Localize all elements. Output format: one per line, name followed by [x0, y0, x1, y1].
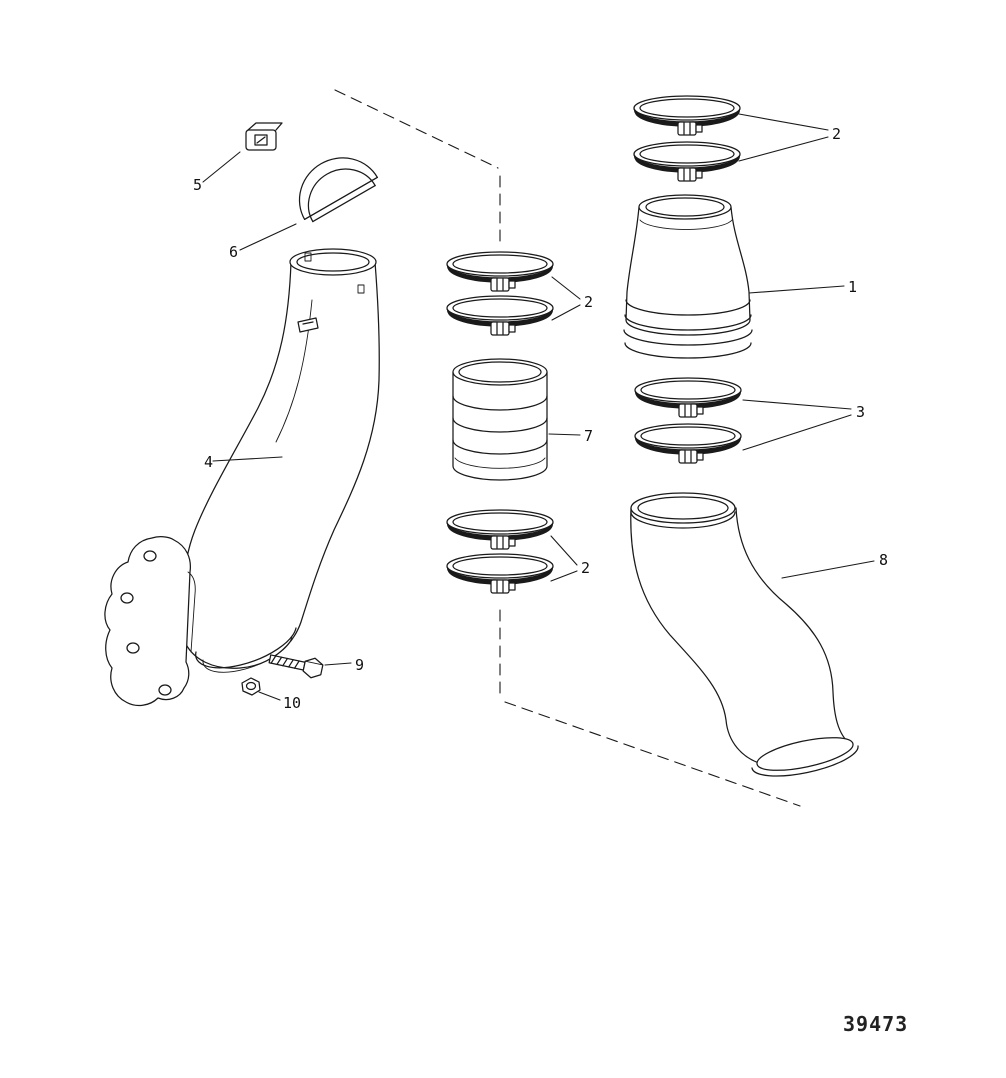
leader-3-b — [742, 414, 852, 451]
callout-10: 10 — [283, 694, 301, 712]
leader-2-mid-b — [551, 304, 581, 321]
leader-2-mid-a — [551, 276, 581, 300]
exhaust-pipe — [630, 492, 859, 777]
bolt-hole — [158, 684, 172, 696]
callout-2-middle-lower: 2 — [581, 559, 590, 577]
casting-mark — [357, 284, 365, 294]
callout-6: 6 — [229, 243, 238, 261]
leader-1 — [748, 285, 845, 294]
leader-2-low-a — [550, 535, 578, 566]
ribbed-hose — [452, 358, 548, 481]
hose-clamp — [444, 250, 556, 293]
hose-clamp — [444, 294, 556, 337]
bolt-hole — [126, 642, 140, 654]
callout-4: 4 — [204, 453, 213, 471]
hose-clamp — [631, 140, 743, 183]
leader-8 — [781, 560, 875, 579]
bolt-hole — [120, 592, 134, 604]
end-cap — [298, 157, 378, 223]
casting-mark — [304, 252, 312, 262]
reducer-hose — [623, 194, 753, 359]
callout-3: 3 — [856, 403, 865, 421]
drawing-number: 39473 — [843, 1012, 908, 1036]
leader-2-top-b — [738, 136, 829, 162]
bolt — [268, 654, 324, 679]
callout-7: 7 — [584, 427, 593, 445]
callout-1: 1 — [848, 278, 857, 296]
hose-clamp — [632, 376, 744, 419]
leader-3-a — [742, 399, 852, 410]
hose-clamp — [631, 94, 743, 137]
exhaust-elbow — [104, 248, 380, 707]
callout-2-middle-upper: 2 — [584, 293, 593, 311]
nut — [241, 677, 261, 696]
hose-clamp — [444, 552, 556, 595]
leader-6 — [239, 223, 297, 251]
clamp-pair-right-middle — [632, 376, 744, 465]
bolt-hole — [143, 550, 157, 562]
leader-5 — [202, 151, 241, 183]
callout-2-upper-right: 2 — [832, 125, 841, 143]
hose-clamp — [444, 508, 556, 551]
callout-5: 5 — [193, 176, 202, 194]
leader-2-top-a — [738, 113, 829, 131]
elbow-flange — [104, 536, 196, 707]
callouts: 5 6 4 9 10 2 7 2 2 1 3 8 — [193, 125, 888, 712]
assembly-centerline — [334, 89, 801, 807]
leader-10 — [258, 691, 281, 701]
leader-lines — [202, 113, 875, 701]
leader-2-low-b — [550, 570, 578, 582]
leader-4 — [212, 456, 283, 462]
clamp-pair-middle-upper — [444, 250, 556, 337]
clip-nut — [245, 122, 283, 151]
leader-9 — [324, 662, 352, 666]
clamp-pair-upper-right — [631, 94, 743, 183]
callout-9: 9 — [355, 656, 364, 674]
clamp-pair-middle-lower — [444, 508, 556, 595]
callout-8: 8 — [879, 551, 888, 569]
hose-clamp — [632, 422, 744, 465]
leader-7 — [548, 433, 581, 436]
